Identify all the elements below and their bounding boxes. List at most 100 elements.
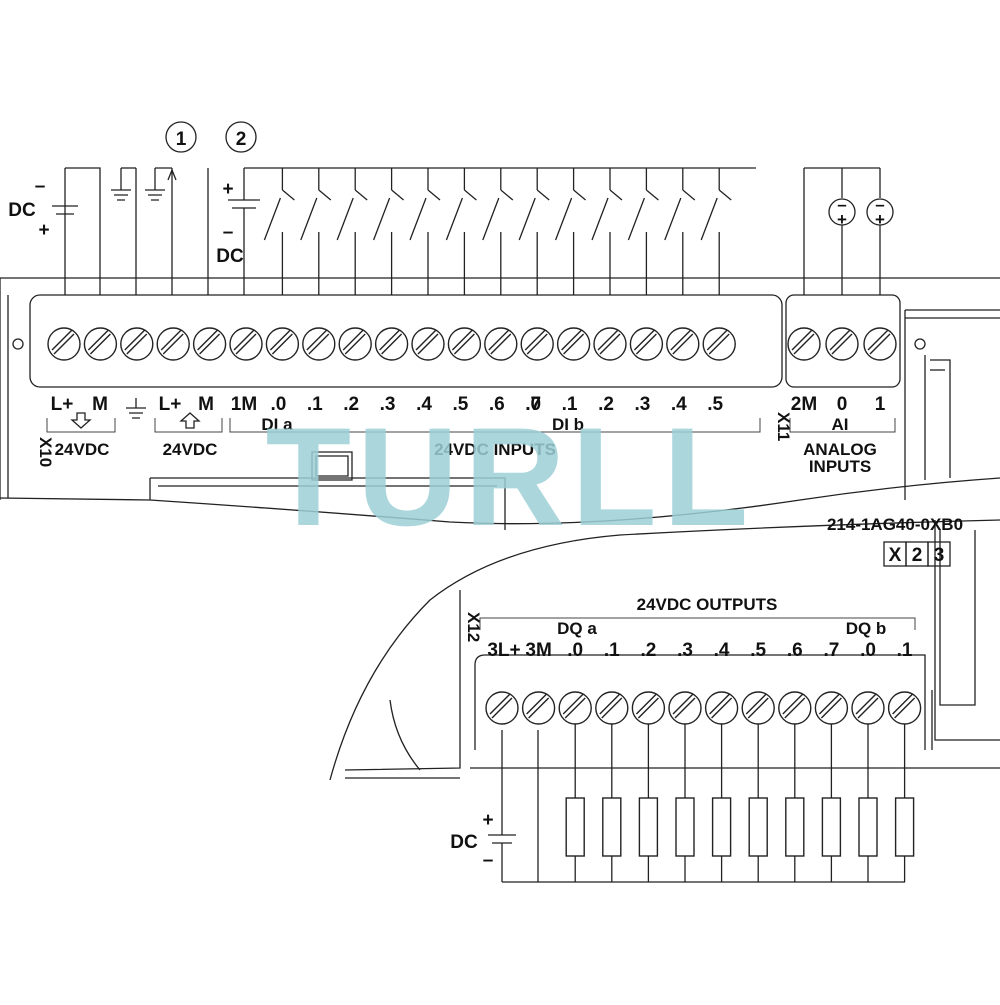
output-terminal-label: 3L+ <box>487 640 520 661</box>
analog-terminal-label: 2M <box>791 394 817 415</box>
screw-terminal <box>484 327 518 361</box>
output-load <box>602 724 622 882</box>
svg-text:DI a: DI a <box>261 415 293 434</box>
version-boxes: X 2 3 <box>883 541 951 567</box>
digital-input-groups: DI a DI b 24VDC INPUTS <box>229 415 761 459</box>
dia-terminal-label: .6 <box>489 394 505 415</box>
output-terminal-label: .1 <box>604 640 620 661</box>
output-load <box>821 724 842 882</box>
output-terminal-label: .3 <box>677 640 693 661</box>
dib-terminal-label: .3 <box>634 394 650 415</box>
output-terminal-label: .7 <box>823 640 839 661</box>
svg-text:–: – <box>837 195 846 214</box>
svg-text:–: – <box>35 176 46 197</box>
svg-text:–: – <box>483 850 494 871</box>
svg-text:L+: L+ <box>159 394 182 415</box>
sensor-supply-symbol <box>145 167 209 295</box>
input-switch <box>263 168 295 295</box>
screw-terminal <box>302 327 336 361</box>
screw-terminal <box>631 691 666 725</box>
svg-text:–: – <box>875 195 884 214</box>
arrow-up-icon <box>179 412 201 429</box>
svg-text:DQ a: DQ a <box>557 619 597 638</box>
svg-text:2: 2 <box>236 129 247 150</box>
dia-terminal-label: .1 <box>307 394 323 415</box>
output-screw-terminals <box>485 691 922 725</box>
output-terminal-label: .4 <box>714 640 730 661</box>
svg-text:INPUTS: INPUTS <box>809 457 871 476</box>
ground-icon <box>111 167 137 295</box>
field-wiring <box>263 168 915 882</box>
dia-terminal-label: .4 <box>416 394 432 415</box>
dib-terminal-label: .4 <box>671 394 687 415</box>
screw-terminal <box>702 327 736 361</box>
screw-terminal <box>485 691 519 725</box>
screw-terminal <box>814 691 849 725</box>
svg-text:X10: X10 <box>36 437 55 467</box>
order-number: 214-1AG40-0XB0 <box>827 515 963 534</box>
output-dc-supply: + – DC <box>450 730 905 883</box>
input-switch <box>627 168 659 295</box>
input-switch <box>445 168 477 295</box>
input-switch <box>336 168 368 295</box>
svg-text:DQ b: DQ b <box>846 619 887 638</box>
analog-screw-terminals <box>787 327 897 361</box>
dia-terminal-label: .2 <box>343 394 359 415</box>
output-load <box>894 724 915 882</box>
screw-terminal <box>83 327 118 361</box>
input-switch <box>409 168 441 295</box>
screw-terminal <box>629 327 664 361</box>
svg-text:+: + <box>482 810 493 831</box>
svg-text:+: + <box>837 210 847 229</box>
svg-text:24VDC: 24VDC <box>163 440 218 459</box>
svg-text:24VDC: 24VDC <box>55 440 110 459</box>
watermark: TURLL <box>266 398 755 555</box>
screw-terminal <box>192 327 227 361</box>
dia-terminal-label: .5 <box>452 394 468 415</box>
screw-terminal <box>778 691 812 725</box>
svg-text:X: X <box>889 545 902 566</box>
input-switch <box>554 168 587 295</box>
screw-terminal <box>741 691 775 725</box>
screw-terminal <box>825 327 859 361</box>
analog-terminal-label: 0 <box>837 394 848 415</box>
digital-input-labels: 1M .0.1.2.3.4.5.6.7.0.1.2.3.4.5 <box>231 394 724 415</box>
output-load <box>858 724 878 882</box>
screw-terminal <box>338 327 372 361</box>
svg-text:DI b: DI b <box>552 415 584 434</box>
svg-text:X12: X12 <box>464 612 483 642</box>
output-terminal-label: 3M <box>525 640 551 661</box>
svg-text:X11: X11 <box>774 412 793 441</box>
svg-text:2: 2 <box>912 545 923 566</box>
module-housing <box>0 277 1000 781</box>
output-labels: 24VDC OUTPUTS X12 DQ a DQ b 3L+3M.0.1.2.… <box>464 595 916 661</box>
screw-terminal <box>851 691 885 725</box>
arrow-down-icon <box>70 412 92 429</box>
callout-2: 2 <box>225 121 257 153</box>
input-screw-terminals <box>47 327 736 361</box>
svg-text:M: M <box>198 394 214 415</box>
output-load <box>711 724 732 882</box>
output-terminal-label: .0 <box>860 640 876 661</box>
svg-text:1M: 1M <box>231 394 257 415</box>
screw-terminal <box>787 327 821 361</box>
screw-terminal <box>265 327 300 361</box>
output-load <box>565 724 585 882</box>
screw-terminal <box>447 327 482 361</box>
screw-terminal <box>229 327 263 361</box>
output-terminal-label: .6 <box>787 640 803 661</box>
screw-terminal <box>156 327 190 361</box>
analog-wiring: – + – + <box>803 167 894 295</box>
analog-terminal-label: 1 <box>875 394 886 415</box>
svg-text:24VDC OUTPUTS: 24VDC OUTPUTS <box>637 595 778 614</box>
analog-terminal-block <box>785 294 901 388</box>
svg-text:DC: DC <box>216 246 244 267</box>
input-switch <box>300 168 332 295</box>
screw-terminal <box>704 691 739 725</box>
svg-text:+: + <box>222 179 233 200</box>
screw-terminal <box>411 327 445 361</box>
output-terminal-label: .1 <box>897 640 913 661</box>
